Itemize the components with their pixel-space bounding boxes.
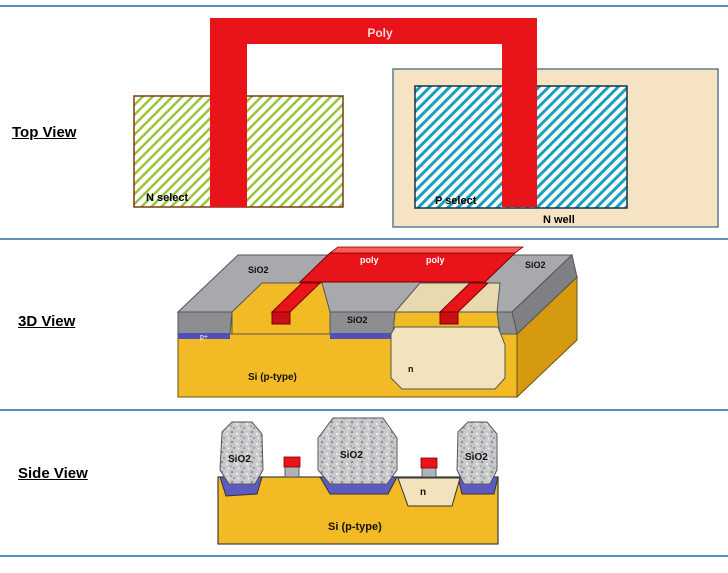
side-gate-poly-left	[283, 456, 301, 468]
top-view-label: Top View	[12, 124, 77, 141]
poly-label: Poly	[367, 26, 393, 40]
3d-n-label: n	[408, 364, 414, 374]
side-sio2-label-3: SiO2	[465, 452, 488, 463]
oxide-3d-front-right	[496, 311, 518, 335]
poly-3d-bridge	[298, 252, 517, 283]
divider-bottom	[0, 555, 728, 557]
side-view-label: Side View	[18, 465, 88, 482]
n-well-3d	[390, 326, 506, 390]
side-oxide-right	[456, 421, 498, 485]
side-gate-oxide-left	[284, 465, 300, 478]
poly-3d-leg-left-front	[271, 311, 291, 325]
3d-sio2-label-1: SiO2	[248, 265, 269, 275]
p-select-label: P select	[435, 195, 477, 207]
3d-p-plus-label: p+	[200, 334, 208, 341]
3d-sio2-label-2: SiO2	[347, 315, 368, 325]
poly-3d-leg-right-front	[439, 311, 459, 325]
poly-bar-top	[210, 18, 537, 44]
3d-view: SiO2 SiO2 SiO2 poly poly p+ n Si (p-type…	[176, 246, 579, 399]
3d-view-label: 3D View	[18, 313, 76, 330]
side-n-well	[397, 477, 461, 507]
poly-leg-right	[502, 44, 537, 207]
p-plus-strip-left	[178, 333, 230, 339]
side-oxide-mid	[317, 417, 398, 485]
side-sio2-label-1: SiO2	[228, 454, 251, 465]
side-n-label: n	[420, 487, 426, 498]
3d-sio2-label-3: SiO2	[525, 260, 546, 270]
poly-3d-bridge-top	[328, 246, 525, 254]
oxide-3d-front-left	[177, 311, 233, 335]
side-gate-oxide-right	[421, 466, 437, 478]
side-view: SiO2 SiO2 SiO2 n Si (p-type)	[217, 417, 499, 545]
3d-poly-label-2: poly	[426, 255, 445, 265]
side-sio2-label-2: SiO2	[340, 450, 363, 461]
side-oxide-left	[219, 421, 264, 485]
side-substrate-label: Si (p-type)	[328, 521, 382, 533]
divider-1	[0, 238, 728, 240]
top-view: Poly N select P select N well	[133, 18, 719, 228]
n-well-label: N well	[543, 214, 575, 226]
divider-2	[0, 409, 728, 411]
p-plus-strip-mid	[330, 333, 393, 339]
3d-poly-label-1: poly	[360, 255, 379, 265]
divider-top	[0, 5, 728, 7]
side-gate-poly-right	[420, 457, 438, 469]
poly-leg-left	[210, 44, 247, 207]
3d-substrate-label: Si (p-type)	[248, 372, 297, 383]
n-select-label: N select	[146, 192, 189, 204]
